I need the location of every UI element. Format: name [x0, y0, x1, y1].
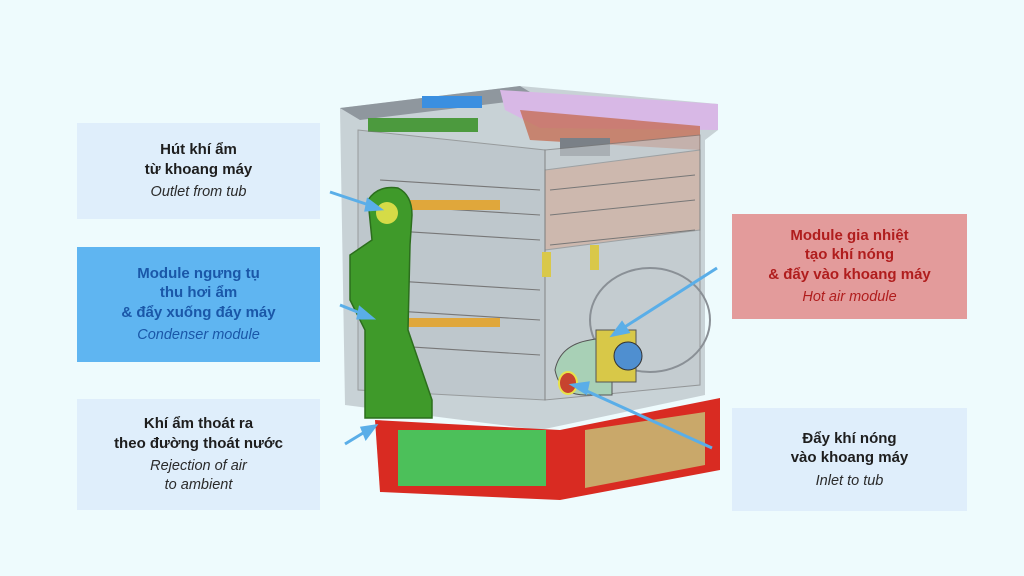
rack-clip-right	[590, 245, 599, 270]
inlet-en-line-1: Inlet to tub	[815, 472, 884, 489]
callout-condenser-module: Module ngưng tụ thu hơi ẩm & đẩy xuống đ…	[77, 247, 320, 362]
rejection-vi-line-2: theo đường thoát nước	[114, 434, 283, 452]
condenser-en-line-1: Condenser module	[137, 327, 260, 344]
outlet-en-line-1: Outlet from tub	[150, 184, 247, 201]
hot-air-vi-line-2: tạo khí nóng	[804, 246, 895, 264]
upper-spray-arm	[400, 200, 500, 210]
hot-air-vi-line-1: Module gia nhiệt	[790, 226, 909, 244]
blue-panel	[422, 96, 482, 108]
callout-hot-air-module: Module gia nhiệt tạo khí nóng & đẩy vào …	[732, 214, 967, 319]
rejection-vi-line-1: Khí ẩm thoát ra	[143, 415, 254, 433]
rejection-en-line-1: Rejection of air	[150, 458, 247, 475]
rack-clip-left	[542, 252, 551, 277]
rejection-en-line-2: to ambient	[164, 477, 233, 493]
outlet-vi-line-1: Hút khí ẩm	[160, 141, 237, 159]
arrow-hot-air	[619, 266, 718, 332]
condenser-vi-line-1: Module ngưng tụ	[137, 264, 260, 282]
hot-air-module-part	[554, 329, 643, 396]
condenser-vi-line-2: thu hơi ẩm	[159, 284, 238, 302]
hot-air-vi-line-3: & đẩy vào khoang máy	[768, 265, 931, 283]
condenser-module-part	[349, 186, 433, 419]
callout-rejection-of-air: Khí ẩm thoát ra theo đường thoát nước Re…	[77, 399, 320, 510]
outlet-vi-line-2: từ khoang máy	[144, 160, 253, 178]
inlet-vi-line-2: vào khoang máy	[790, 449, 909, 467]
outlet-opening	[376, 202, 398, 224]
condenser-vi-line-3: & đẩy xuống đáy máy	[121, 303, 276, 321]
arrow-inlet	[579, 386, 713, 450]
inlet-opening	[558, 371, 578, 395]
hot-air-en-line-1: Hot air module	[802, 289, 897, 306]
callout-arrows	[329, 190, 718, 450]
callout-inlet-to-tub: Đẩy khí nóng vào khoang máy Inlet to tub	[732, 408, 967, 511]
inlet-vi-line-1: Đẩy khí nóng	[802, 429, 897, 447]
base-green-grille	[398, 430, 546, 486]
callout-outlet-from-tub: Hút khí ẩm từ khoang máy Outlet from tub	[77, 123, 320, 219]
lower-spray-arm	[400, 318, 500, 327]
top-green-bar	[368, 118, 478, 132]
